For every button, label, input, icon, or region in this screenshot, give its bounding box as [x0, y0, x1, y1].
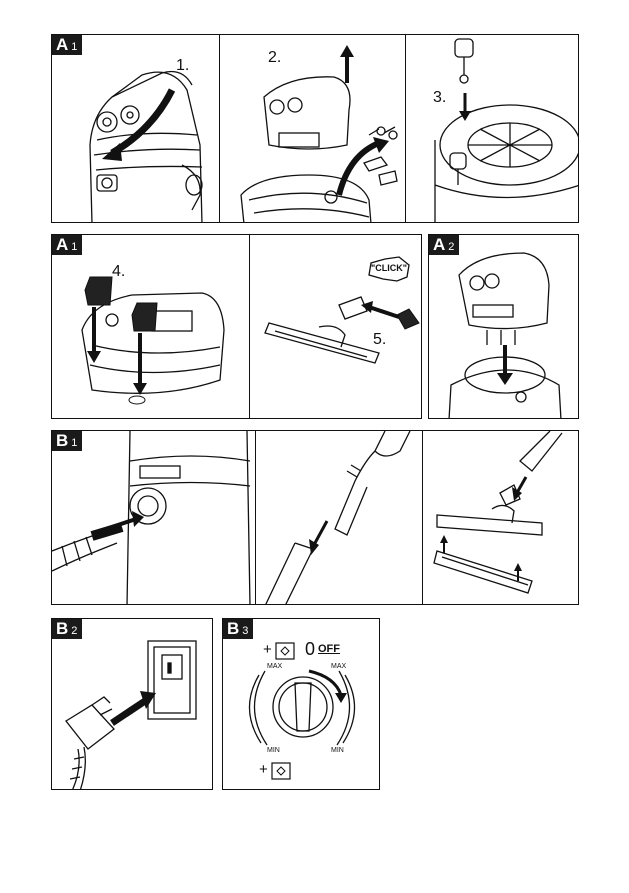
illustration-tube-connect: [255, 431, 422, 604]
panel-tag-b1: B 1: [52, 431, 83, 451]
tag-number: 1: [71, 241, 78, 253]
illustration-hose-connect: [52, 431, 255, 604]
tag-letter: A: [56, 35, 69, 54]
min-right-label: MIN: [331, 747, 344, 754]
click-text: "CLICK": [371, 263, 408, 273]
min-left-label: MIN: [267, 747, 280, 754]
max-right-label: MAX: [331, 663, 347, 670]
max-left-label: MAX: [267, 663, 283, 670]
panel-divider: [255, 431, 256, 604]
panel-tag-a2: A 2: [429, 235, 460, 255]
rotary-switch-dial[interactable]: [223, 619, 380, 790]
off-label: OFF: [318, 643, 340, 655]
step-5-label: 5.: [373, 331, 387, 348]
panel-tag-b2: B 2: [52, 619, 83, 639]
illustration-floor-nozzle-attach: [422, 431, 578, 604]
panel-a1-row2: A 1 4.: [51, 234, 422, 419]
illustration-head-rotate: 1.: [52, 35, 219, 222]
tag-letter: A: [433, 235, 446, 254]
zero-position-label: 0: [305, 639, 316, 659]
illustration-nozzle-holders: 4.: [52, 235, 249, 418]
step-1-label: 1.: [176, 57, 190, 74]
step-3-label: 3.: [433, 89, 447, 106]
step-4-label: 4.: [112, 263, 126, 280]
tag-letter: A: [56, 235, 69, 254]
plus-sign-top: +: [263, 641, 272, 658]
panel-a2: A 2: [428, 234, 579, 419]
panel-divider: [219, 35, 220, 222]
panel-tag-b3: B 3: [223, 619, 254, 639]
panel-b3: B 3 + 0 OFF MAX MAX MIN MIN +: [222, 618, 380, 790]
panel-a1-row1: A 1 1.: [51, 34, 579, 223]
panel-b2: B 2: [51, 618, 213, 790]
panel-b1: B 1: [51, 430, 579, 605]
illustration-accessory-holders: 3.: [405, 35, 578, 222]
panel-divider: [422, 431, 423, 604]
step-2-label: 2.: [268, 49, 282, 66]
panel-tag-a1: A 1: [52, 235, 83, 255]
tag-letter: B: [227, 619, 240, 638]
panel-divider: [249, 235, 250, 418]
illustration-floor-nozzle-click: "CLICK" 5.: [249, 235, 421, 418]
tag-number: 1: [71, 437, 78, 449]
illustration-plug-socket: [65, 640, 197, 789]
tag-letter: B: [56, 431, 69, 450]
plus-sign-bottom: +: [259, 761, 268, 778]
tag-number: 3: [242, 625, 249, 637]
tag-letter: B: [56, 619, 69, 638]
illustration-head-lift: 2.: [219, 35, 405, 222]
panel-divider: [405, 35, 406, 222]
tag-number: 2: [448, 241, 455, 253]
tag-number: 2: [71, 625, 78, 637]
socket-outlet-icon: [275, 642, 295, 660]
socket-outlet-icon: [271, 762, 291, 780]
panel-tag-a1: A 1: [52, 35, 83, 55]
illustration-filter-insert: [448, 252, 562, 418]
tag-number: 1: [71, 41, 78, 53]
